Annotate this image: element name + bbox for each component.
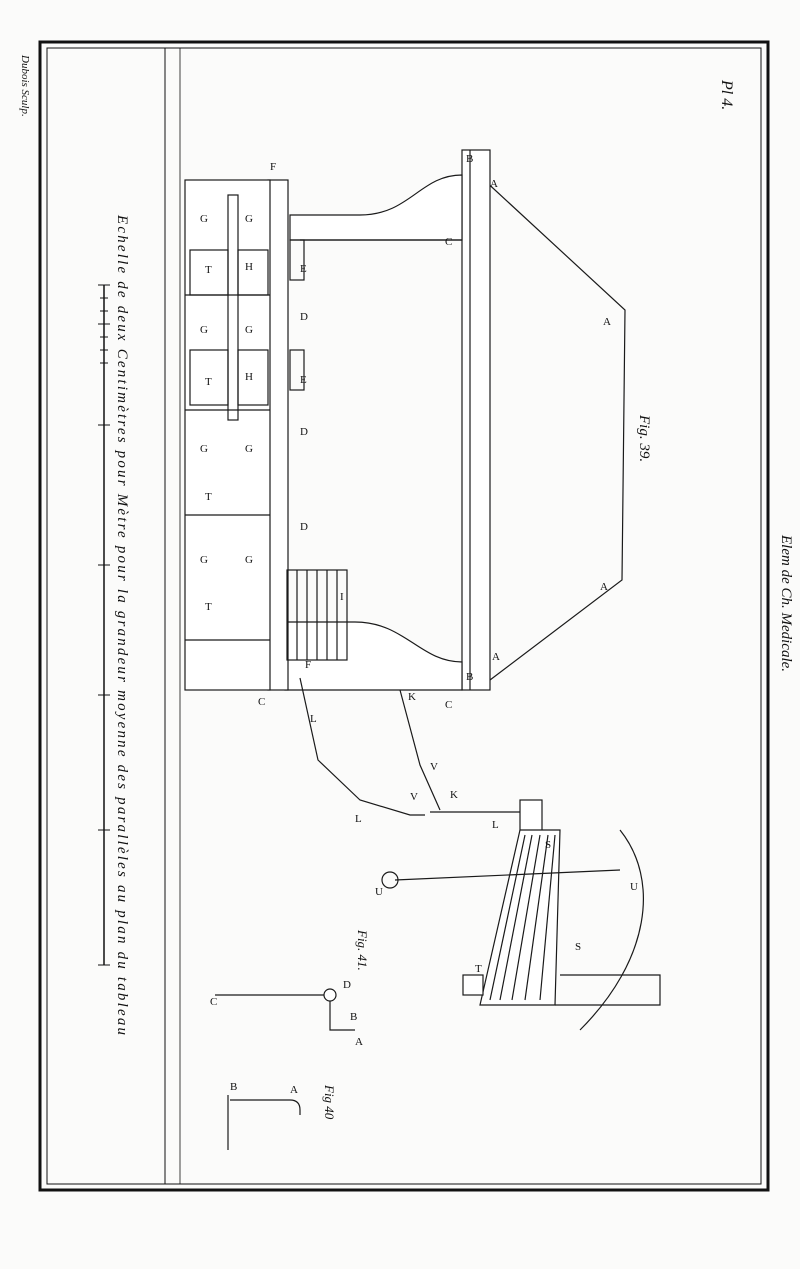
reference-letter: F (270, 161, 276, 173)
reference-letters: B A A A A B C C C F F E E D D D G G G G … (200, 153, 638, 1096)
reference-letter: C (210, 996, 217, 1008)
reference-letter: A (355, 1036, 363, 1048)
engraver-signature: Dubois Sculp. (19, 54, 31, 117)
reference-letter: D (343, 979, 351, 991)
reference-letter: B (350, 1011, 357, 1023)
reference-letter: L (492, 819, 499, 831)
reference-letter: A (603, 316, 611, 328)
fig40: Fig 40 (227, 1084, 337, 1150)
reference-letter: B (230, 1081, 237, 1093)
reference-letter: C (445, 236, 452, 248)
fig39-table: Fig. 39. (184, 149, 652, 816)
reference-letter: G (200, 443, 208, 455)
reference-letter: G (200, 324, 208, 336)
reference-letter: I (340, 591, 344, 603)
fig40-title: Fig 40 (322, 1084, 337, 1120)
fig41-title: Fig. 41. (355, 929, 370, 971)
reference-letter: S (545, 839, 551, 851)
reference-letter: G (200, 213, 208, 225)
reference-letter: G (245, 324, 253, 336)
reference-letter: A (600, 581, 608, 593)
reference-letter: B (466, 671, 473, 683)
reference-letter: D (300, 521, 308, 533)
reference-letter: V (410, 791, 418, 803)
tabletop (461, 149, 491, 691)
reference-letter: G (200, 554, 208, 566)
reference-letter: G (245, 443, 253, 455)
reference-letter: D (300, 311, 308, 323)
reference-letter: A (290, 1084, 298, 1096)
reference-letter: L (355, 813, 362, 825)
reference-letter: E (300, 374, 307, 386)
plate-frame (38, 40, 770, 1192)
reference-letter: T (205, 491, 212, 503)
reference-letter: T (475, 963, 482, 975)
reference-letter: L (310, 713, 317, 725)
scale-caption: Echelle de deux Centimètres pour Mètre p… (114, 214, 130, 1035)
reference-letter: U (630, 881, 638, 893)
reference-letter: T (205, 264, 212, 276)
reference-letter: E (300, 263, 307, 275)
reference-letter: K (450, 789, 458, 801)
reference-letter: A (492, 651, 500, 663)
book-title: Elem de Ch. Medicale. (778, 534, 794, 672)
reference-letter: S (575, 941, 581, 953)
reference-letter: G (245, 554, 253, 566)
reference-letter: H (245, 371, 253, 383)
reference-letter: F (305, 659, 311, 671)
reference-letter: T (205, 601, 212, 613)
scale-bar (98, 284, 110, 966)
reference-letter: C (258, 696, 265, 708)
reference-letter: A (490, 178, 498, 190)
reference-letter: K (408, 691, 416, 703)
reference-letter: G (245, 213, 253, 225)
fig39-title: Fig. 39. (636, 414, 652, 462)
reference-letter: D (300, 426, 308, 438)
reference-letter: C (445, 699, 452, 711)
reference-letter: V (430, 761, 438, 773)
fig41: Fig. 41. (215, 929, 370, 1031)
fig39-apparatus (381, 799, 661, 1031)
reference-letter: T (205, 376, 212, 388)
reference-letter: U (375, 886, 383, 898)
plate-number: Pl 4. (718, 79, 735, 110)
reference-letter: B (466, 153, 473, 165)
reference-letter: H (245, 261, 253, 273)
